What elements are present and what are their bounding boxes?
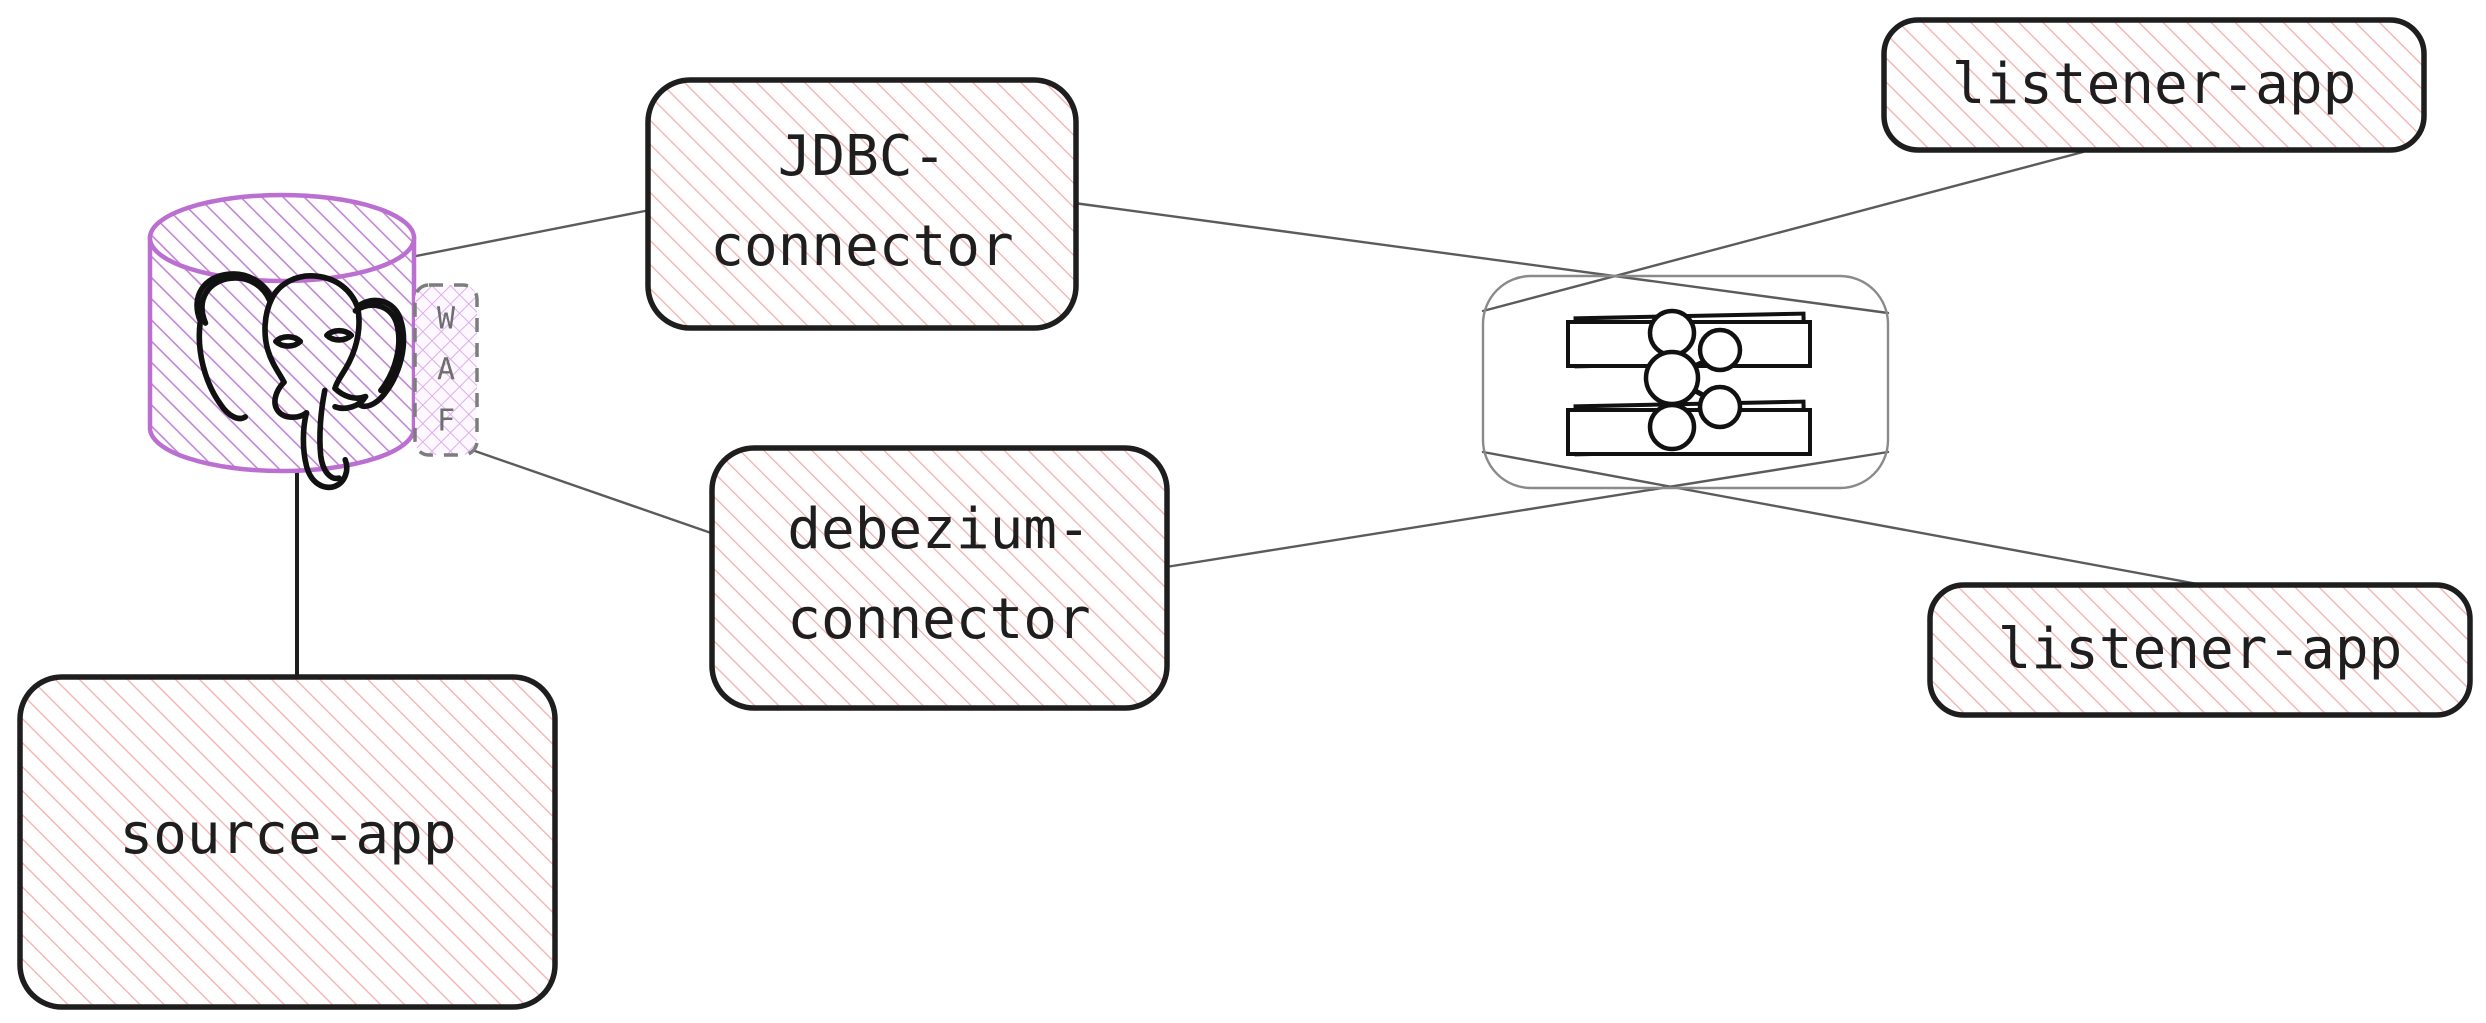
debezium-connector-label-line2: connector [787,587,1090,652]
edge-kafka-to-listener-app-bottom [1481,450,2205,587]
jdbc-connector-label-line2: connector [710,214,1013,279]
kafka-node-lower-right [1697,384,1743,430]
listener-app-bottom-label: listener-app [1998,617,2403,682]
source-app-label: source-app [119,802,456,867]
source-app-node[interactable]: source-app [17,674,558,1010]
debezium-connector-label-line1: debezium- [787,497,1090,562]
debezium-connector-box [709,445,1170,711]
listener-app-bottom-node[interactable]: listener-app [1927,582,2473,718]
jdbc-connector-label-line1: JDBC- [778,124,947,189]
edge-jdbc-connector-to-kafka [1072,201,1890,315]
edge-debezium-connector-to-kafka [1164,450,1890,569]
listener-app-top-label: listener-app [1952,52,2357,117]
database-cylinder-top [147,192,417,284]
database-cylinder-body [147,235,417,474]
waf-badge[interactable]: W A F [413,283,479,457]
kafka-node[interactable] [1481,274,1890,490]
edge-waf-to-debezium-connector [470,448,716,536]
jdbc-connector-box [645,77,1079,331]
kafka-node-bottom [1647,402,1697,452]
edge-layer [295,150,2205,679]
waf-letter-f: F [437,404,455,439]
waf-letter-a: A [437,353,455,388]
kafka-icon [1566,308,1812,457]
postgresql-elephant-icon [194,271,407,491]
source-app-box [17,674,558,1010]
kafka-node-center [1643,349,1701,407]
edge-database-to-jdbc-connector [404,208,652,260]
edge-kafka-to-listener-app-top [1481,150,2085,313]
kafka-node-upper-right [1697,327,1743,373]
jdbc-connector-node[interactable]: JDBC- connector [645,77,1079,331]
kafka-group-box [1481,274,1890,490]
listener-app-top-node[interactable]: listener-app [1881,17,2427,153]
waf-letter-w: W [437,302,456,337]
debezium-connector-node[interactable]: debezium- connector [709,445,1170,711]
listener-app-bottom-box [1927,582,2473,718]
listener-app-top-box [1881,17,2427,153]
database-node[interactable] [147,192,417,491]
waf-badge-box [413,283,479,457]
kafka-node-top [1647,308,1697,358]
